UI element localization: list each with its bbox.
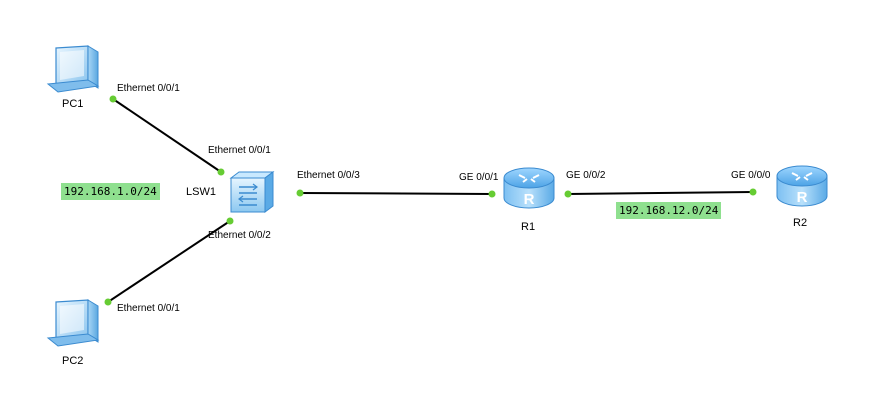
lsw1-icon[interactable] <box>229 171 275 213</box>
pc1-port-label: Ethernet 0/0/1 <box>117 83 180 94</box>
r1-ge1-label: GE 0/0/1 <box>459 172 499 183</box>
link-r1-r2[interactable] <box>567 191 754 195</box>
pc2-port-label: Ethernet 0/0/1 <box>117 303 180 314</box>
port-dot-r2-ge0 <box>749 188 757 196</box>
pc1-label: PC1 <box>62 98 84 110</box>
lsw1-eth3-label: Ethernet 0/0/3 <box>297 170 360 181</box>
pc1-icon[interactable] <box>46 45 100 93</box>
port-dot-lsw1-eth1 <box>217 168 225 176</box>
r1-label: R1 <box>521 221 536 233</box>
link-lsw1-pc2[interactable] <box>107 220 231 303</box>
lsw1-label: LSW1 <box>186 186 216 198</box>
port-dot-lsw1-eth2 <box>226 217 234 225</box>
r2-label: R2 <box>793 217 808 229</box>
port-dot-pc2 <box>104 298 112 306</box>
port-dot-lsw1-eth3 <box>296 189 304 197</box>
port-dot-pc1 <box>109 95 117 103</box>
r2-icon[interactable]: R <box>776 165 828 207</box>
svg-text:R: R <box>797 189 808 206</box>
lsw1-eth1-label: Ethernet 0/0/1 <box>208 145 271 156</box>
r1-icon[interactable]: R <box>503 167 555 209</box>
svg-text:R: R <box>524 191 535 208</box>
port-dot-r1-ge1 <box>488 190 496 198</box>
link-lsw1-r1[interactable] <box>299 192 493 195</box>
r2-ge0-label: GE 0/0/0 <box>731 170 771 181</box>
network-tag-lan: 192.168.1.0/24 <box>61 183 160 200</box>
network-tag-wan: 192.168.12.0/24 <box>616 202 722 219</box>
link-pc1-lsw1[interactable] <box>112 98 222 173</box>
lsw1-eth2-label: Ethernet 0/0/2 <box>208 230 271 241</box>
pc2-icon[interactable] <box>46 299 100 347</box>
port-dot-r1-ge2 <box>564 190 572 198</box>
r1-ge2-label: GE 0/0/2 <box>566 170 606 181</box>
pc2-label: PC2 <box>62 355 84 367</box>
